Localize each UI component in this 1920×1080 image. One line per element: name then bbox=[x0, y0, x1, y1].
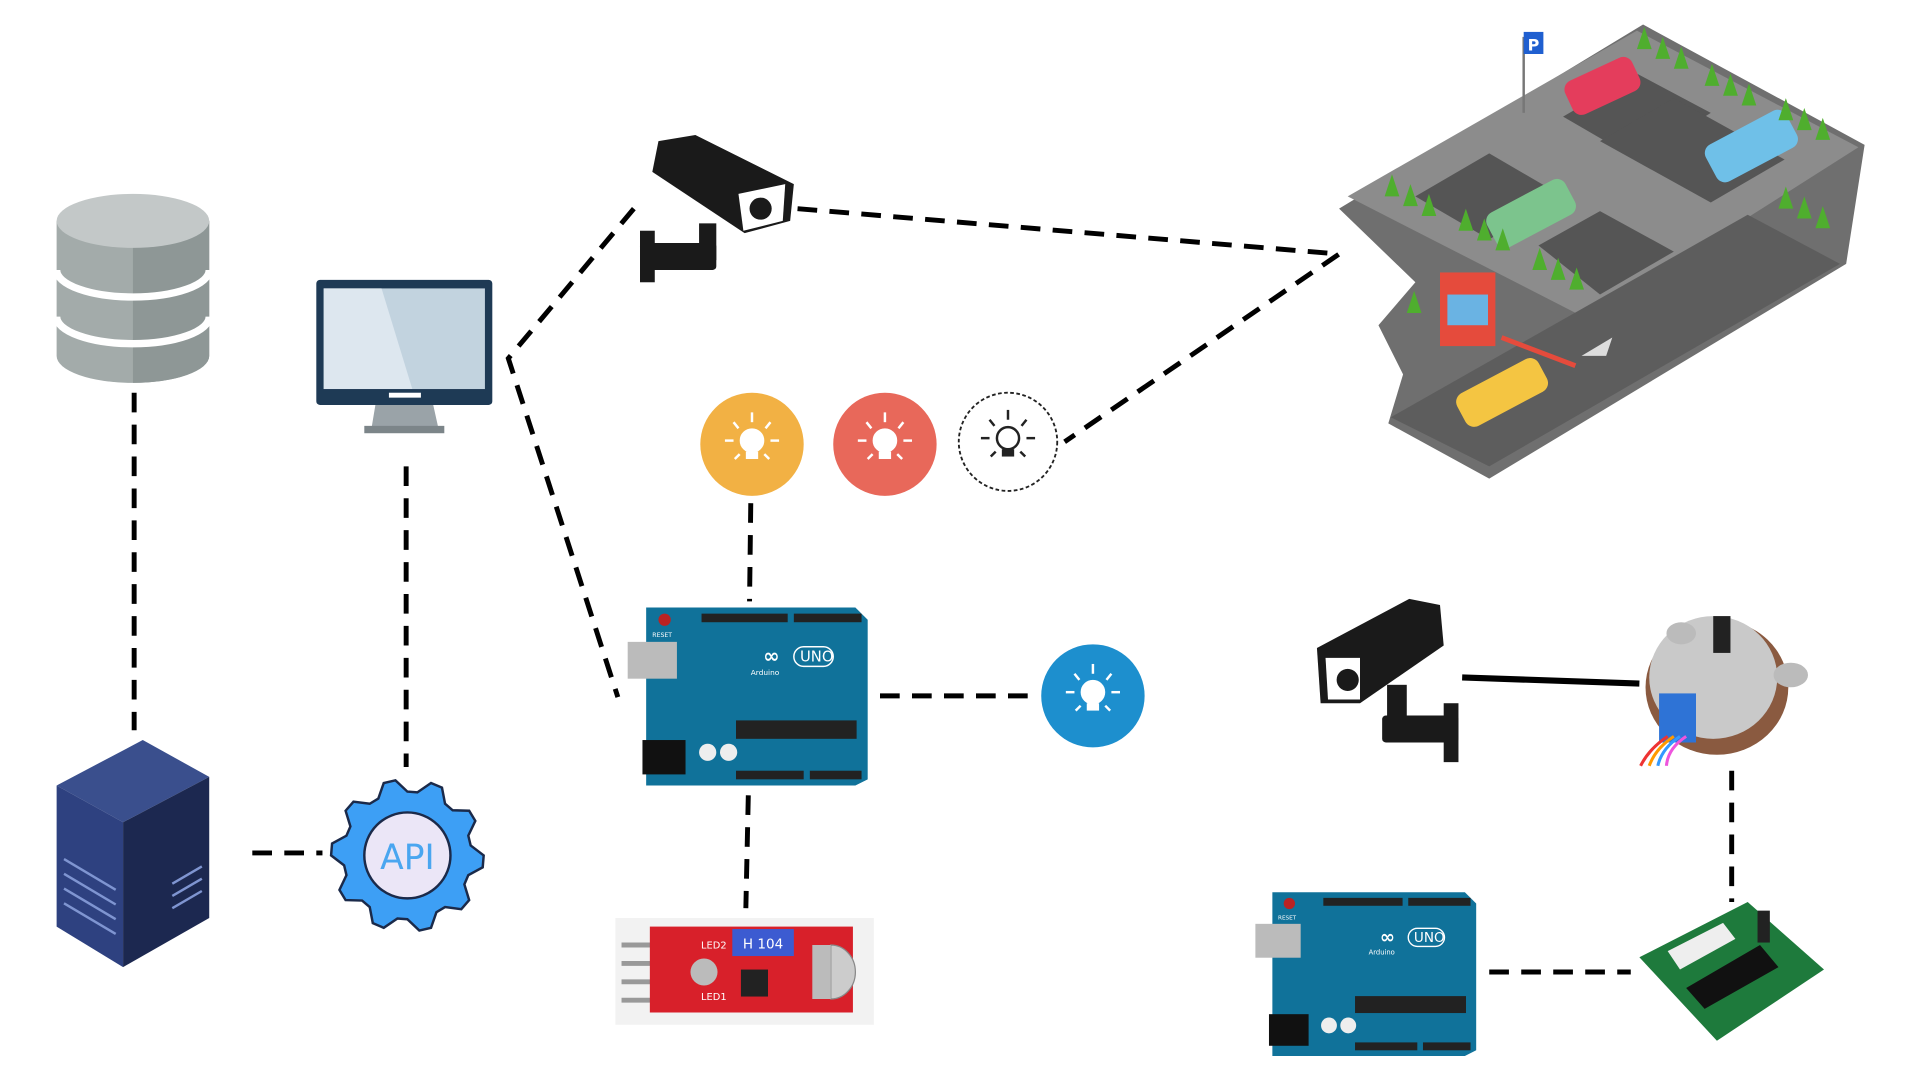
light-orange-icon bbox=[700, 392, 804, 496]
lights-arduino-link bbox=[747, 503, 754, 602]
light-blue-icon bbox=[1041, 644, 1145, 748]
parking-sign: P bbox=[1528, 35, 1540, 54]
arduino-sensor-link bbox=[743, 795, 751, 909]
led2-label: LED2 bbox=[701, 941, 727, 952]
svg-text:∞: ∞ bbox=[1380, 927, 1395, 948]
stepper-motor bbox=[1639, 616, 1808, 767]
arduino-uno-board-2: ∞ UNO Arduino RESET bbox=[1255, 892, 1477, 1056]
connectors bbox=[131, 206, 1735, 975]
stepper-driver-board bbox=[1639, 902, 1824, 1041]
camera-monitor-arduino-link bbox=[505, 207, 636, 698]
svg-text:∞: ∞ bbox=[763, 645, 779, 668]
bulb-icon bbox=[857, 412, 913, 460]
cctv-camera-icon-2 bbox=[1316, 598, 1459, 763]
cctv-camera-icon bbox=[640, 135, 794, 283]
bulb-icon bbox=[980, 409, 1036, 458]
led1-label: LED1 bbox=[701, 992, 727, 1003]
bulb-icon bbox=[1065, 663, 1120, 712]
arduino-brand: Arduino bbox=[751, 668, 780, 677]
light-red-icon bbox=[833, 392, 937, 496]
parking-lot-illustration: P bbox=[1339, 24, 1865, 479]
camera-motor-link bbox=[1462, 674, 1640, 687]
database-icon bbox=[52, 193, 213, 383]
lights bbox=[700, 391, 1145, 748]
light-off-icon bbox=[957, 391, 1059, 492]
uno-logo: UNO bbox=[800, 649, 833, 666]
reset-label: RESET bbox=[1278, 915, 1297, 921]
arduino-uno-board: ∞ UNO Arduino RESET bbox=[627, 607, 868, 786]
reset-label: RESET bbox=[652, 632, 672, 639]
uno-logo: UNO bbox=[1414, 930, 1445, 946]
server-icon bbox=[56, 740, 210, 968]
arduino-brand: Arduino bbox=[1369, 948, 1395, 956]
api-label: API bbox=[380, 838, 435, 878]
pot-label: H 104 bbox=[743, 937, 783, 953]
sound-sensor-module: H 104 LED2 LED1 bbox=[615, 918, 874, 1025]
monitor-icon bbox=[316, 279, 493, 434]
api-gear-icon: API bbox=[329, 778, 485, 932]
bulb-icon bbox=[724, 412, 780, 460]
